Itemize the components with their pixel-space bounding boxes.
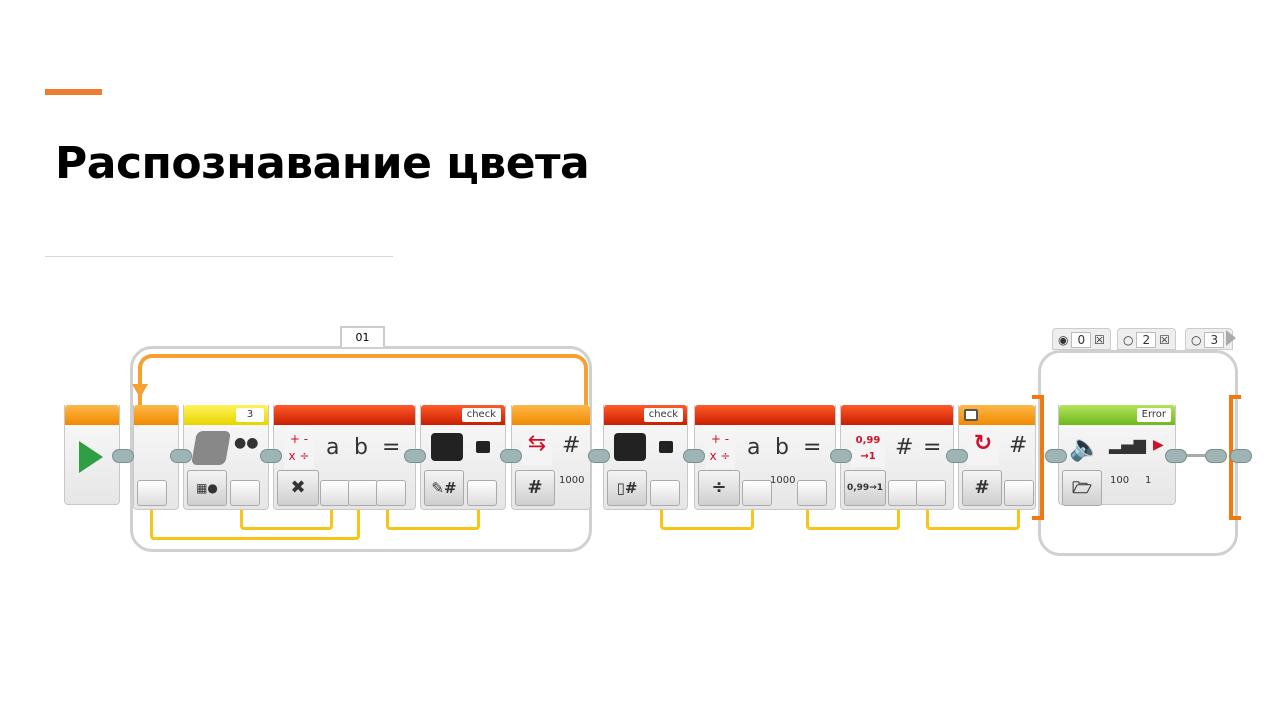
round-mode-selector[interactable]: 0,99→1 xyxy=(844,470,886,506)
input-b-value[interactable]: 1000 xyxy=(770,475,796,486)
input-a[interactable] xyxy=(742,480,772,506)
sound-block[interactable]: Error 🔈 ▂▄▆ ▶ xyxy=(1058,405,1176,505)
loop-arrow-head xyxy=(132,384,148,398)
equals-label: = xyxy=(803,435,822,460)
sequence-connector[interactable] xyxy=(946,449,968,463)
briefcase-icon xyxy=(431,433,463,461)
sound-file-name[interactable]: Error xyxy=(1136,408,1171,422)
color-output[interactable] xyxy=(230,480,260,506)
case-value[interactable]: 0 xyxy=(1071,332,1092,348)
data-wire xyxy=(806,505,900,530)
small-briefcase-icon xyxy=(476,441,490,453)
round-icon: 0,99 →1 xyxy=(851,431,885,467)
result-output[interactable] xyxy=(916,480,946,506)
loop-count-value[interactable]: 1000 xyxy=(559,475,585,486)
result-output[interactable] xyxy=(376,480,406,506)
sequence-connector[interactable] xyxy=(112,449,134,463)
case-value[interactable]: 3 xyxy=(1204,332,1225,348)
input-b-label: b xyxy=(354,435,368,460)
equals-label: = xyxy=(923,435,942,460)
equals-label: = xyxy=(382,435,401,460)
data-wire xyxy=(386,505,480,530)
sequence-wire xyxy=(1170,454,1210,457)
math-icon: + -x ÷ xyxy=(284,431,314,469)
sequence-connector[interactable] xyxy=(1205,449,1227,463)
count-icon: # xyxy=(562,433,581,458)
math-mode-selector[interactable]: ÷ xyxy=(698,470,740,506)
result-output[interactable] xyxy=(797,480,827,506)
variable-name[interactable]: check xyxy=(461,408,501,422)
sequence-connector[interactable] xyxy=(1230,449,1252,463)
mode-selector[interactable]: ▦● xyxy=(187,470,227,506)
play-type-value[interactable]: 1 xyxy=(1145,475,1152,486)
port-label[interactable]: 3 xyxy=(236,408,264,422)
data-wire xyxy=(660,505,754,530)
sequence-connector[interactable] xyxy=(500,449,522,463)
sequence-connector[interactable] xyxy=(260,449,282,463)
data-wire xyxy=(150,505,360,540)
accent-bar xyxy=(45,89,102,95)
variable-name[interactable]: check xyxy=(643,408,683,422)
math-icon: + -x ÷ xyxy=(705,431,735,469)
sequence-connector[interactable] xyxy=(1045,449,1067,463)
data-wire xyxy=(240,505,333,530)
loop-mode-selector[interactable]: # xyxy=(515,470,555,506)
sequence-connector[interactable] xyxy=(1165,449,1187,463)
write-numeric-mode[interactable]: ✎# xyxy=(424,470,464,506)
play-icon xyxy=(79,441,103,473)
math-mode-selector[interactable]: ✖ xyxy=(277,470,319,506)
case-value[interactable]: 2 xyxy=(1136,332,1157,348)
input-b[interactable] xyxy=(348,480,378,506)
input-a-label: a xyxy=(326,435,340,460)
loop-icon: ⇆ xyxy=(522,431,552,465)
volume-value[interactable]: 100 xyxy=(1110,475,1130,486)
input-a-label: a xyxy=(747,435,761,460)
color-dots-icon: ●● xyxy=(234,435,259,451)
briefcase-icon xyxy=(614,433,646,461)
speaker-icon: 🔈 xyxy=(1069,433,1102,463)
sequence-connector[interactable] xyxy=(830,449,852,463)
divider xyxy=(45,256,393,257)
play-type-icon: ▶ xyxy=(1153,437,1164,453)
value-input[interactable] xyxy=(467,480,497,506)
switch-case-tab[interactable]: ○3 xyxy=(1185,328,1234,350)
switch-mode-selector[interactable]: # xyxy=(962,470,1002,506)
sequence-connector[interactable] xyxy=(588,449,610,463)
switch-case-tab[interactable]: ◉0☒ xyxy=(1052,328,1111,350)
loop-index-output[interactable] xyxy=(137,480,167,506)
sound-mode-selector[interactable]: 🗁 xyxy=(1062,470,1102,506)
switch-view-icon[interactable] xyxy=(964,409,978,421)
input-label: # xyxy=(895,435,914,460)
value-output[interactable] xyxy=(650,480,680,506)
switch-icon: ↻ xyxy=(967,431,999,465)
read-numeric-mode[interactable]: ▯# xyxy=(607,470,647,506)
small-briefcase-icon xyxy=(659,441,673,453)
color-sensor-icon xyxy=(191,431,231,465)
slide-title: Распознавание цвета xyxy=(55,138,590,189)
loop-name[interactable]: 01 xyxy=(340,326,385,347)
switch-bracket-left xyxy=(1032,395,1044,520)
input-b-label: b xyxy=(775,435,789,460)
input-a[interactable] xyxy=(320,480,350,506)
volume-bars-icon: ▂▄▆ xyxy=(1109,435,1146,454)
tab-scroll-arrow-icon[interactable] xyxy=(1226,330,1236,346)
data-wire xyxy=(926,505,1020,530)
sequence-connector[interactable] xyxy=(683,449,705,463)
switch-case-tab[interactable]: ○2☒ xyxy=(1117,328,1176,350)
sequence-connector[interactable] xyxy=(170,449,192,463)
switch-input-label: # xyxy=(1009,433,1028,458)
switch-input[interactable] xyxy=(1004,480,1034,506)
sequence-connector[interactable] xyxy=(404,449,426,463)
start-block[interactable] xyxy=(64,405,120,505)
input[interactable] xyxy=(888,480,918,506)
